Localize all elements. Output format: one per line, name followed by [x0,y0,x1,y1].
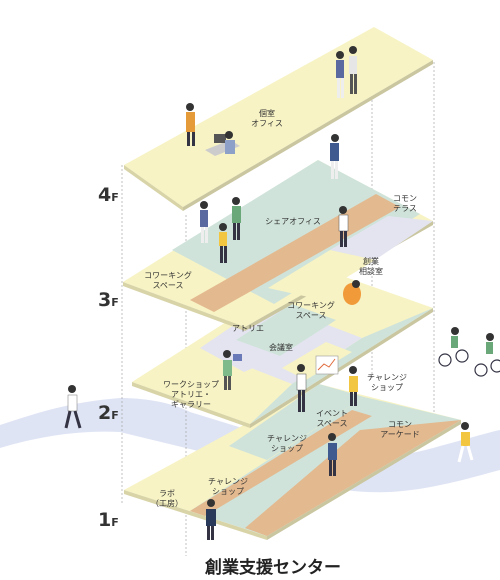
person-3f-e [338,206,349,247]
people-figures [64,46,500,540]
label-consult-room: 創業相談室 [359,256,383,276]
person-3f-c [232,197,241,240]
label-coworking-3f: コワーキングスペース [287,300,335,320]
floor-2 [132,266,433,428]
person-2f-a [223,350,232,390]
person-4f-b [225,131,235,154]
person-1f-a [328,433,337,476]
person-3f-a [200,201,208,243]
label-coworking-4f: コワーキングスペース [144,270,192,290]
label-challenge-shop-2f: チャレンジショップ [367,373,407,392]
basket-2f [233,354,242,361]
cyclist-2 [474,333,500,377]
person-3f-d [330,134,339,179]
label-common-arcade: コモンアーケード [380,420,420,439]
person-4f-a [186,103,195,146]
floor-label-1f: 1F [98,509,119,531]
person-4f-c [336,51,344,98]
person-4f-d [349,46,357,94]
label-workshop: ワークショップアトリエ・ギャラリー [163,380,219,409]
floor-1 [124,384,461,540]
label-common-terrace: コモンテラス [393,194,417,213]
floor-label-4f: 4F [98,184,119,206]
person-3f-chair [343,280,361,305]
floor-label-2f: 2F [98,402,119,424]
label-private-office: 個室オフィス [251,108,283,128]
label-event-space: イベントスペース [316,409,348,428]
label-share-office: シェアオフィス [265,217,321,226]
person-1f-b [206,499,216,540]
pedestrian-right [457,422,474,463]
center-title: 創業支援センター [168,556,378,580]
label-challenge-shop-1f-center: チャレンジショップ [267,434,307,453]
label-lab: ラボ（工房） [151,489,183,508]
presenter-2f [296,364,307,412]
person-3f-b [219,223,227,263]
pedestrian-left [64,385,82,429]
label-meeting-room: 会議室 [269,342,293,352]
board-2f [315,355,339,375]
label-challenge-shop-1f-left: チャレンジショップ [208,477,248,496]
person-2f-b [349,366,358,406]
floor-3 [123,160,433,331]
cyclist-1 [438,327,469,367]
floor-label-3f: 3F [98,289,119,311]
label-atelier: アトリエ [232,324,264,333]
